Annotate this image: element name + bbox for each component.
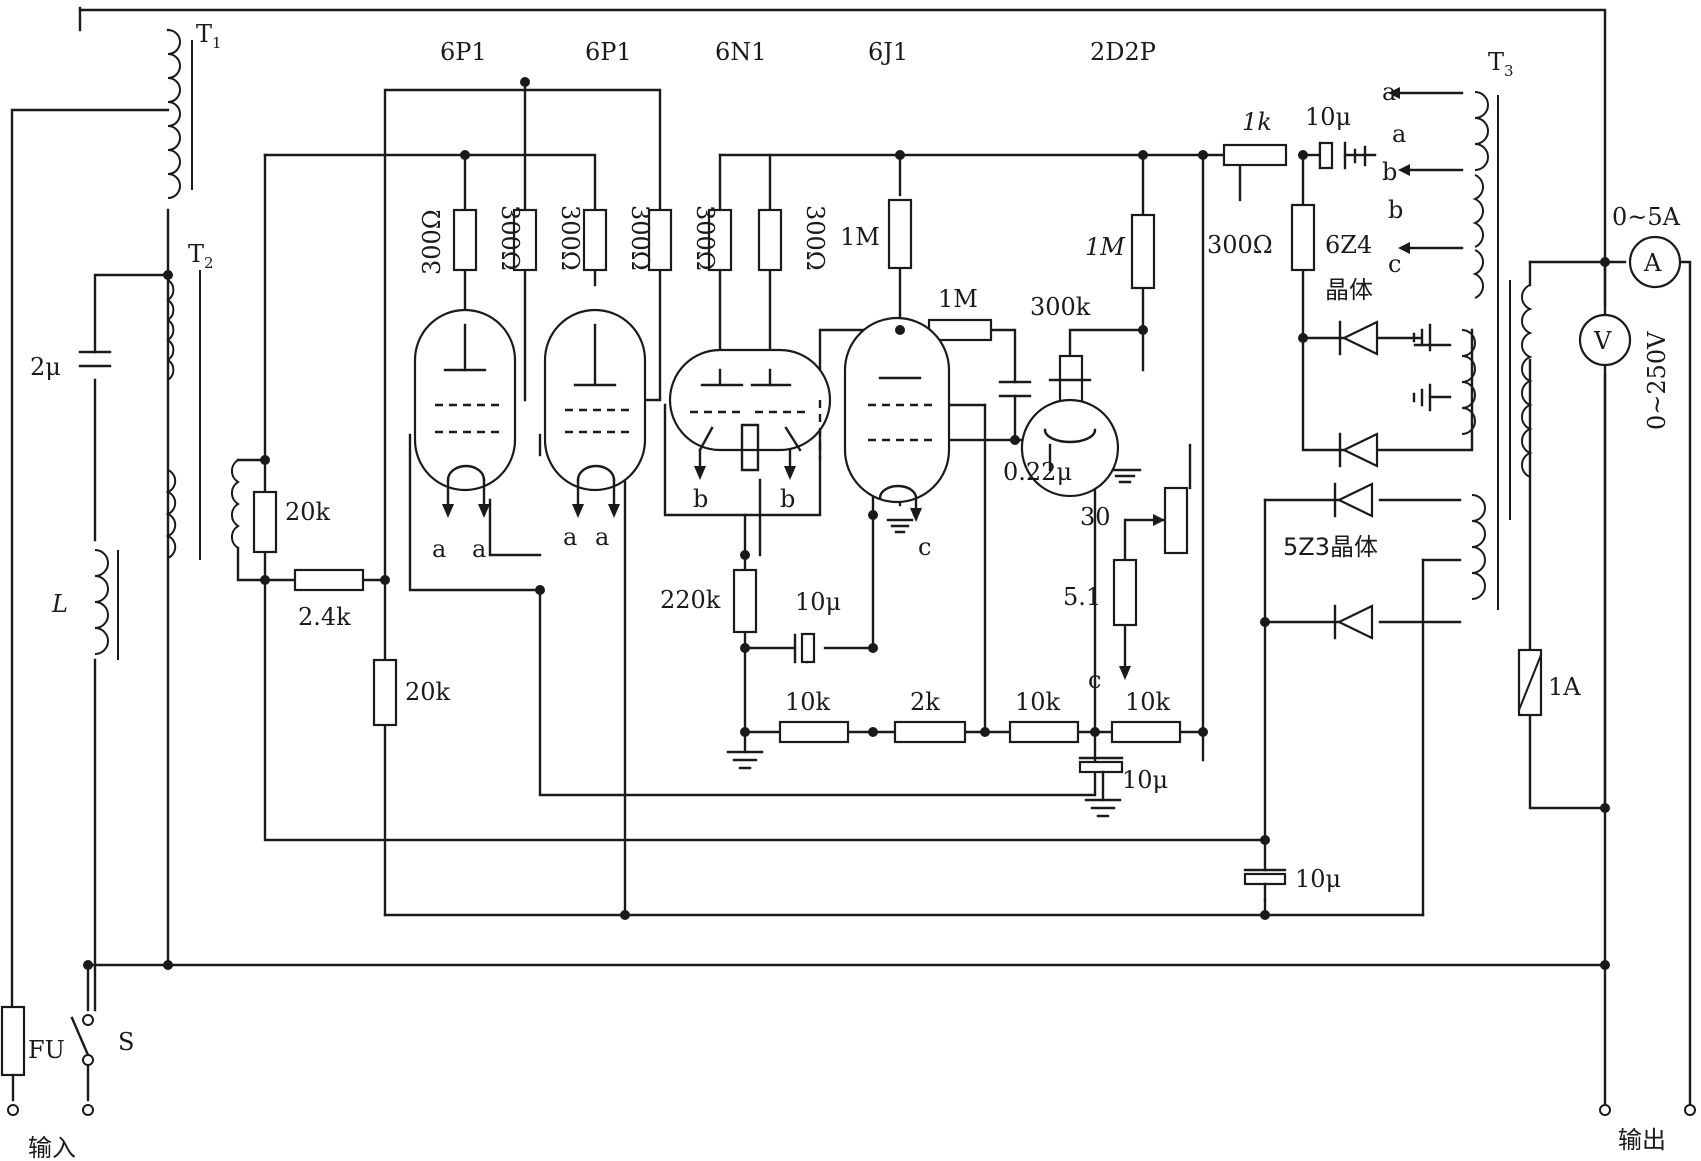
label-r1k: 1k (1242, 108, 1272, 136)
wiper-arrow-c (1119, 666, 1131, 680)
terminals (7, 1014, 1696, 1116)
label-6z4-crystal: 晶体 (1325, 276, 1373, 304)
ammeter-glyph: A (1643, 249, 1662, 277)
label-switch: S (118, 1028, 134, 1056)
label-t1: T1 (196, 20, 222, 52)
label-tube-2d2p: 2D2P (1090, 38, 1156, 66)
label-output: 输出 (1618, 1126, 1666, 1154)
tap-b-winding: b (1388, 196, 1403, 224)
pot-wiper-arrow (1153, 514, 1165, 526)
voltmeter-glyph: V (1593, 327, 1612, 355)
label-c10u-c: 10μ (1122, 766, 1168, 794)
label-r300-3: 300Ω (556, 205, 584, 271)
wires (10, 6, 1692, 1112)
label-r20k-b: 20k (405, 678, 451, 706)
tap-arrows (1388, 87, 1464, 254)
label-r300-right: 300Ω (1207, 231, 1273, 259)
label-r5-1: 5.1 (1063, 583, 1101, 611)
label-r300-1: 300Ω (418, 209, 446, 275)
label-r1m-a: 1M (840, 223, 880, 251)
meters (1578, 235, 1682, 367)
label-input: 输入 (28, 1134, 76, 1161)
tap-b-6n1-2: b (780, 485, 795, 513)
label-pot30: 30 (1080, 503, 1111, 531)
label-r300-5: 300Ω (691, 205, 719, 271)
label-5z3-crystal: 5Z3晶体 (1283, 533, 1378, 561)
label-r220k: 220k (660, 586, 721, 614)
label-ammeter-range: 0~5A (1612, 203, 1681, 231)
tap-b-6n1-1: b (693, 485, 708, 513)
tube-2d2p (1020, 378, 1120, 498)
label-r1m-c: 1M (938, 285, 978, 313)
label-r10k-c: 10k (1125, 688, 1171, 716)
tap-a-6p1-right-1: a (563, 523, 577, 551)
label-c10u-b: 10μ (1305, 103, 1351, 131)
junction-dots (83, 77, 1610, 970)
label-r300k: 300k (1030, 293, 1091, 321)
label-inductor: L (51, 590, 68, 618)
label-fuse: FU (28, 1036, 65, 1064)
label-r300-6: 300Ω (801, 205, 829, 271)
label-r1m-b: 1M (1085, 233, 1126, 261)
tap-a-arrow: a (1382, 78, 1396, 106)
label-r300-4: 300Ω (626, 205, 654, 271)
label-tube-6n1: 6N1 (715, 38, 767, 66)
resistors (252, 143, 1543, 744)
label-r20k-a: 20k (285, 498, 331, 526)
label-fuse-1a: 1A (1548, 673, 1581, 701)
tap-c-6j1: c (918, 533, 931, 561)
label-r2-4k: 2.4k (298, 603, 351, 631)
label-c2u: 2μ (30, 353, 61, 381)
label-c10u-a: 10μ (795, 588, 841, 616)
label-t3: T3 (1488, 48, 1514, 80)
tube-6p1-left (413, 308, 517, 518)
label-t2: T2 (188, 240, 214, 272)
label-r10k-b: 10k (1015, 688, 1061, 716)
tap-a-6p1-left-2: a (472, 535, 486, 563)
tube-6j1 (843, 316, 951, 522)
label-tube-6j1: 6J1 (868, 38, 908, 66)
rectifier-diodes (1333, 320, 1379, 640)
label-voltmeter-range: 0~250V (1643, 331, 1671, 430)
tube-6n1 (668, 348, 832, 480)
label-r2k: 2k (910, 688, 940, 716)
label-r10k-a: 10k (785, 688, 831, 716)
label-tube-6p1-left: 6P1 (440, 38, 487, 66)
tap-b-arrow: b (1382, 158, 1397, 186)
label-c10u-d: 10μ (1295, 865, 1341, 893)
tap-a-6p1-left-1: a (432, 535, 446, 563)
label-r300-2: 300Ω (496, 205, 524, 271)
transformer-coils (94, 28, 1533, 660)
label-tube-6p1-right: 6P1 (585, 38, 632, 66)
tap-c-winding: c (1388, 250, 1401, 278)
tap-a-6p1-right-2: a (595, 523, 609, 551)
capacitors (78, 141, 1367, 902)
tube-6p1-right (543, 308, 647, 518)
tap-a-winding: a (1392, 120, 1406, 148)
ground-symbols (726, 323, 1452, 818)
label-6z4: 6Z4 (1325, 231, 1372, 259)
label-c022u: 0.22μ (1003, 458, 1072, 486)
tap-c-wiper: c (1088, 666, 1101, 694)
